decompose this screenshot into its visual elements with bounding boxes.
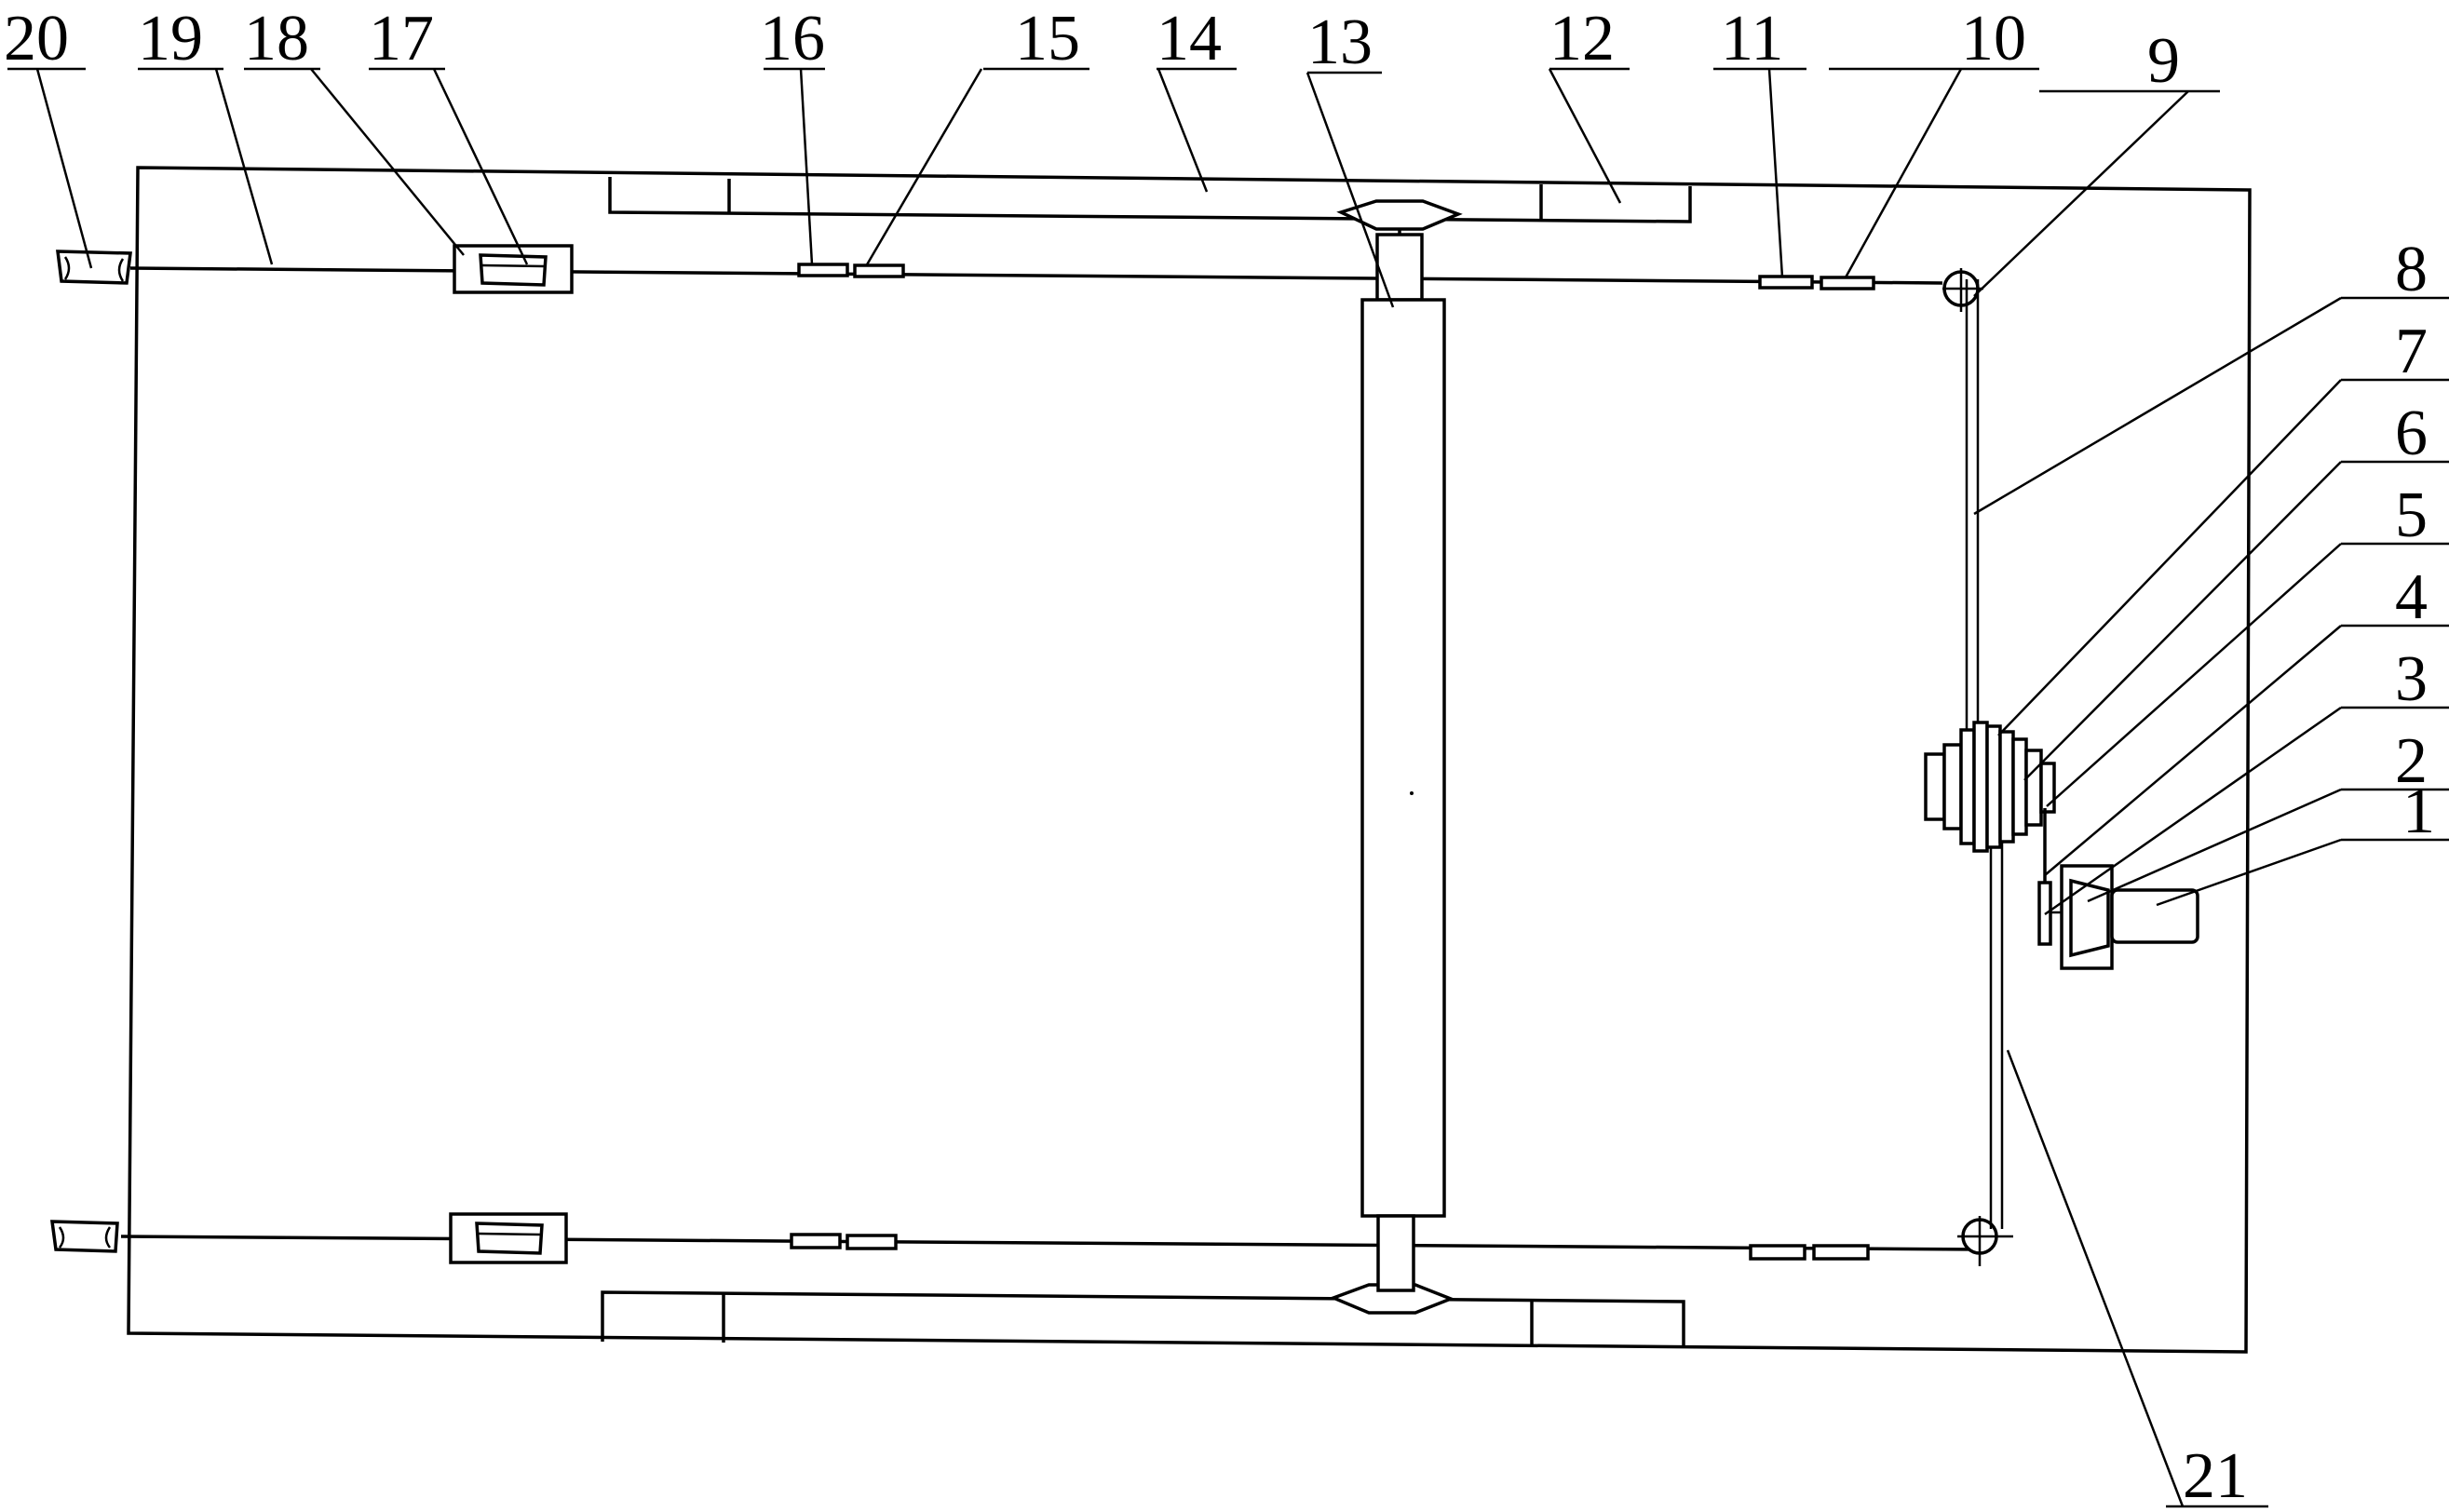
leader-lines: [7, 67, 2449, 1508]
bottom-left-anchor: [49, 1220, 119, 1253]
callout-10: 10: [1961, 3, 2026, 74]
bottom-guide-rail: [601, 1283, 1685, 1346]
callout-9: 9: [2147, 25, 2180, 97]
winch-drum-assembly: [1924, 721, 2056, 853]
callout-17: 17: [369, 3, 434, 74]
top-right-pulley: [1942, 268, 1983, 312]
callout-11: 11: [1721, 3, 1783, 74]
callout-1: 1: [2402, 776, 2435, 847]
callout-13: 13: [1307, 7, 1373, 78]
callout-2: 2: [2395, 725, 2428, 797]
callout-21: 21: [2183, 1440, 2248, 1512]
callout-18: 18: [244, 3, 309, 74]
bottom-cable: [120, 1235, 1981, 1251]
callout-15: 15: [1015, 3, 1080, 74]
callout-6: 6: [2395, 398, 2428, 469]
callout-14: 14: [1157, 3, 1222, 74]
callout-4: 4: [2395, 561, 2428, 633]
callout-20: 20: [4, 3, 69, 74]
callout-16: 16: [760, 3, 825, 74]
callout-3: 3: [2395, 643, 2428, 715]
callout-7: 7: [2395, 316, 2428, 387]
callout-5: 5: [2395, 479, 2428, 551]
top-guide-rail: [608, 177, 1692, 231]
top-cable: [129, 266, 1943, 285]
bottom-tensioner: [449, 1212, 568, 1264]
top-left-anchor: [56, 250, 132, 285]
bottom-right-pulley: [1957, 1216, 2013, 1266]
bottom-left-clamps: [790, 1233, 898, 1250]
top-left-clamps: [797, 263, 905, 278]
callout-12: 12: [1549, 3, 1615, 74]
central-column: [1360, 229, 1446, 1292]
top-right-clamps: [1758, 275, 1875, 290]
outer-frame: [127, 166, 2252, 1354]
bottom-right-clamps: [1749, 1244, 1870, 1261]
motor-reducer: [2050, 864, 2199, 970]
callout-labels: 20 19 18 17 16 15 14 13 12 11 10 9 8 7 6…: [4, 3, 2435, 1512]
top-tensioner: [453, 244, 574, 294]
callout-19: 19: [138, 3, 203, 74]
callout-8: 8: [2395, 234, 2428, 305]
